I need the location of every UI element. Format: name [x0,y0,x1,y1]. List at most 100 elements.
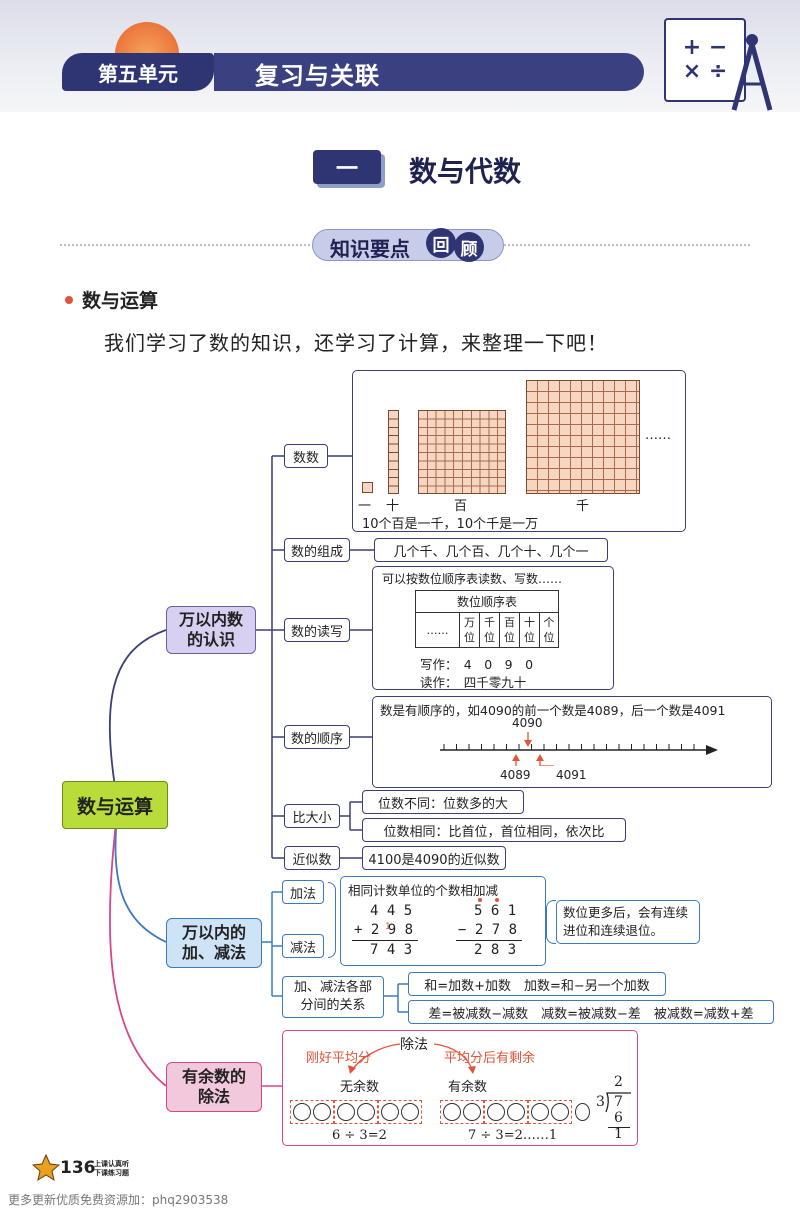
table-cells: …… 万位 千位 百位 十位 个位 [416,613,558,647]
relation-1: 和=加数+加数 加数=和−另一个加数 [408,972,666,996]
number-4089: 4089 [500,768,531,782]
star-mascot-icon [32,1154,60,1182]
page-number: 136 [60,1158,96,1178]
carry-note-brace [546,900,556,944]
table-cell-ellipsis: …… [416,613,460,647]
compare-rule-2: 位数相同：比首位，首位相同，依次比 [362,818,626,842]
ld-dividend: 7 [614,1094,623,1110]
ld-remainder: 1 [614,1126,623,1142]
ld-rule [608,1127,630,1128]
order-box [372,696,772,788]
unit-badge: 第五单元 [62,53,214,91]
division-top: 除法 [400,1037,428,1053]
topic-intro: 我们学习了数的知识，还学习了计算，来整理一下吧！ [104,331,608,355]
sub-row-1: 5 6 1 [474,903,517,919]
number-4091: 4091 [556,768,587,782]
order-text: 数是有顺序的，如4090的前一个数是4089，后一个数是4091 [380,703,726,718]
category-number-recognition: 万以内数的认识 [166,606,256,654]
table-cell-bai: 百位 [500,613,520,647]
division-arrows [348,1043,476,1074]
add-row-1: 4 4 5 [370,903,413,919]
table-cell-ge: 个位 [543,616,555,644]
add-carry: 1 [385,922,391,932]
count-unit-100: 百 [454,499,468,514]
table-title: 数位顺序表 [416,591,558,613]
category-remainder-division: 有余数的除法 [166,1062,262,1112]
add-rule [352,940,418,941]
read-write-intro: 可以按数位顺序表读数、写数…… [382,572,563,586]
circle-pair [334,1100,378,1124]
watermark: 更多更新优质免费资源加：phq2903538 [8,1193,229,1207]
topic-title: 数与运算 [82,290,159,312]
section-number-badge: 一 [313,150,381,184]
place-value-table: 数位顺序表 …… 万位 千位 百位 十位 个位 [415,590,559,648]
label-order: 数的顺序 [284,725,350,749]
sub-row-2: − 2 7 8 [458,922,518,938]
add-row-3: 7 4 3 [370,942,413,958]
circle-leftover [575,1103,590,1121]
sub-borrow-dot-1 [478,898,482,902]
ld-divisor: 3 [596,1094,605,1110]
sub-rule [456,940,522,941]
table-cell-qian: 千位 [480,613,500,647]
flat-hundred [418,410,506,494]
count-note: 10个百是一千，10个千是一万 [362,517,539,532]
composition-text: 几个千、几个百、几个十、几个一 [374,538,608,562]
count-ellipsis: …… [645,428,671,443]
circles-group-1 [290,1098,422,1126]
mindmap-root: 数与运算 [62,781,168,829]
count-unit-1000: 千 [576,499,590,514]
review-banner-text: 知识要点 [330,237,410,261]
sub-row-3: 2 8 3 [474,942,517,958]
label-approx: 近似数 [284,846,340,870]
review-badge-1: 回 [426,228,456,258]
review-badge-2: 顾 [454,232,484,262]
header-title: 复习与关联 [255,62,380,90]
cube-thousand [526,380,640,494]
slogan-2: 下课练习题 [94,1169,129,1177]
circles-group-2 [440,1098,590,1126]
compass-icon [731,34,773,111]
slogan-1: 上课认真听 [94,1160,129,1168]
circle-pair [440,1100,484,1124]
rod-ten [388,410,399,494]
has-remainder-label: 有余数 [448,1080,488,1095]
count-unit-1: 一 [358,499,372,514]
read-line: 读作： 四千零九十 [420,675,527,690]
ld-quotient: 2 [614,1074,623,1090]
addsub-box [340,876,546,966]
division-box [282,1030,638,1146]
label-addition: 加法 [282,880,324,904]
carry-note: 数位更多后，会有连续进位和连续退位。 [556,900,700,944]
category-add-subtract: 万以内的加、减法 [166,918,262,968]
number-4090: 4090 [512,716,543,730]
count-unit-10: 十 [386,499,400,514]
label-relation: 加、减法各部分间的关系 [282,976,384,1018]
equation-2: 7 ÷ 3=2……1 [468,1128,558,1143]
circle-pair [528,1100,572,1124]
label-subtraction: 减法 [282,934,324,958]
circle-pair [484,1100,528,1124]
section-title: 数与代数 [409,155,522,188]
sub-borrow-dot-2 [495,898,499,902]
topic-bullet [65,296,73,304]
addsub-brace [328,882,336,958]
compare-rule-1: 位数不同：位数多的大 [362,790,524,814]
tag-exact: 刚好平均分 [306,1051,372,1066]
label-composition: 数的组成 [284,538,350,562]
add-row-2: + 2 9 8 [354,922,414,938]
table-cell-wan: 万位 [460,613,480,647]
relation-2: 差=被减数−减数 减数=被减数−差 被减数=减数+差 [408,1000,774,1024]
label-counting: 数数 [284,444,328,468]
label-read-write: 数的读写 [284,618,350,642]
unit-cube-one [362,482,373,493]
ld-product: 6 [614,1110,623,1126]
tag-remainder: 平均分后有剩余 [444,1051,536,1066]
approx-text: 4100是4090的近似数 [362,846,506,870]
equation-1: 6 ÷ 3=2 [332,1128,387,1143]
number-line [440,732,718,766]
ld-bracket [605,1092,631,1113]
addsub-header: 相同计数单位的个数相加减 [348,883,499,898]
header-stripe [214,53,644,91]
read-write-box [372,566,614,690]
